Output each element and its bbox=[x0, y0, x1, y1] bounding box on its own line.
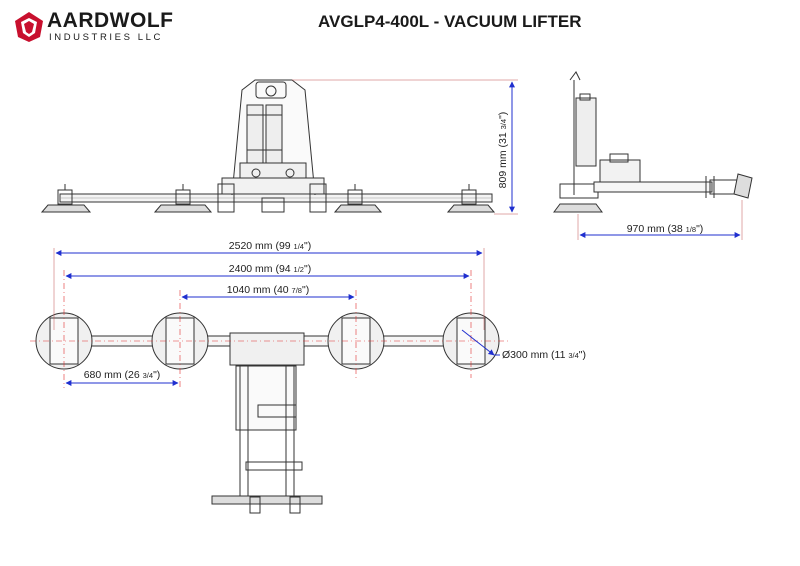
inner-span-label: 1040 mm (40 7/8") bbox=[227, 284, 309, 296]
front-cup-4 bbox=[446, 184, 496, 213]
inner-span-dimension: 1040 mm (40 7/8") bbox=[181, 284, 355, 300]
brand-name: AARDWOLF bbox=[47, 9, 174, 32]
brand-subtitle: INDUSTRIES LLC bbox=[49, 32, 164, 43]
cup-spacing-label: 680 mm (26 3/4") bbox=[84, 369, 161, 381]
front-cup-1 bbox=[40, 184, 92, 213]
side-depth-dimension: 970 mm (38 1/8") bbox=[577, 200, 743, 240]
drawing-title: AVGLP4-400L - VACUUM LIFTER bbox=[318, 12, 582, 31]
cup-span-label: 2400 mm (94 1/2") bbox=[229, 263, 311, 275]
front-cup-2 bbox=[153, 184, 213, 213]
front-view bbox=[40, 79, 496, 213]
top-view bbox=[35, 312, 500, 514]
center-lines bbox=[30, 270, 510, 388]
side-view bbox=[553, 71, 753, 213]
overall-width-label: 2520 mm (99 1/4") bbox=[229, 240, 311, 252]
height-dimension: 809 mm (31 3/4") bbox=[292, 79, 518, 215]
cup-span-dimension: 2400 mm (94 1/2") bbox=[65, 263, 470, 279]
cup-spacing-dimension: 680 mm (26 3/4") bbox=[65, 369, 179, 386]
overall-width-dimension: 2520 mm (99 1/4") bbox=[55, 240, 483, 256]
side-depth-label: 970 mm (38 1/8") bbox=[627, 223, 704, 235]
height-label: 809 mm (31 3/4") bbox=[497, 112, 509, 189]
cup-diameter-dimension: Ø300 mm (11 3/4") bbox=[461, 329, 586, 361]
extension-lines bbox=[53, 248, 485, 330]
top-cup-2 bbox=[151, 312, 209, 370]
aardwolf-logo-icon bbox=[15, 12, 43, 42]
cup-diameter-label: Ø300 mm (11 3/4") bbox=[502, 349, 586, 361]
front-cup-3 bbox=[333, 184, 383, 213]
